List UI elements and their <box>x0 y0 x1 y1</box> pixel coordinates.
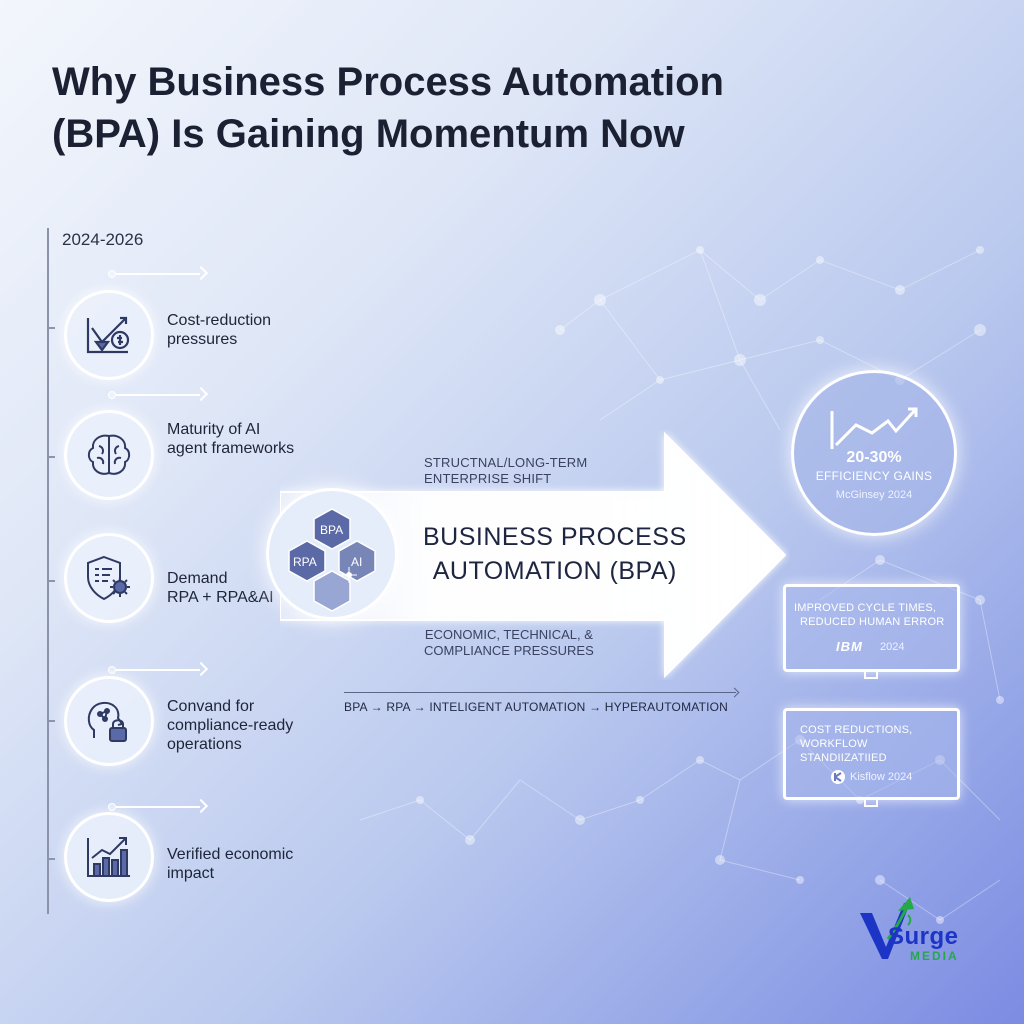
title-line-1: Why Business Process Automation <box>52 60 724 104</box>
stat-source: McGinsey 2024 <box>835 489 913 501</box>
trend-line-icon <box>830 407 918 449</box>
efficiency-stat-circle: 20-30% EFFICIENCY GAINS McGinsey 2024 <box>791 370 957 536</box>
driver-connector-arrow <box>108 798 209 814</box>
title-line-2: (BPA) Is Gaining Momentum Now <box>52 112 685 156</box>
timeline-tick <box>47 456 55 458</box>
driver-label-compliance: Convand for compliance-ready operations <box>167 698 294 753</box>
stat-label: EFFICIENCY GAINS <box>815 469 933 483</box>
driver-connector-arrow <box>108 661 209 677</box>
hex-rpa-label: RPA <box>293 555 317 569</box>
timeline-tick <box>47 327 55 329</box>
bpa-central-title: BUSINESS PROCESS AUTOMATION (BPA) <box>423 523 687 585</box>
timeline-period: 2024-2026 <box>62 230 144 249</box>
shield-gear-icon <box>64 533 154 623</box>
vsurge-v-mark-icon <box>860 897 914 959</box>
bpa-rpa-ai-hexagons: BPA RPA AI <box>266 488 398 620</box>
driver-label-cost: Cost-reduction pressures <box>167 312 272 348</box>
monitor2-source: Kisflow 2024 <box>850 771 913 783</box>
monitor-cycle-times: IMPROVED CYCLE TIMES, REDUCED HUMAN ERRO… <box>783 584 960 679</box>
vsurge-media-logo: Surge MEDIA <box>858 895 988 970</box>
monitor-stand <box>864 671 878 679</box>
cost-chart-icon <box>64 290 154 380</box>
hex-ai-label: AI <box>351 555 363 569</box>
timeline-tick <box>47 720 55 722</box>
kissflow-logo-icon <box>831 770 845 784</box>
page-title: Why Business Process Automation (BPA) Is… <box>52 56 832 160</box>
arrow-bottom-caption: ECONOMIC, TECHNICAL, & COMPLIANCE PRESSU… <box>424 627 594 658</box>
driver-label-ai: Maturity of AI agent frameworks <box>167 421 295 457</box>
timeline-tick <box>47 580 55 582</box>
hex-bpa-label: BPA <box>320 523 344 537</box>
brain-icon <box>64 410 154 500</box>
driver-label-demand: Demand RPA + RPA&AI <box>167 570 274 606</box>
monitor1-source: 2024 <box>880 641 905 653</box>
driver-connector-arrow <box>108 265 209 281</box>
arrow-top-caption: STRUCTNAL/LONG-TERM ENTERPRISE SHIFT <box>424 455 588 486</box>
ibm-logo: IBM <box>836 639 863 654</box>
monitor-stand <box>864 799 878 807</box>
bar-growth-icon <box>64 812 154 902</box>
evolution-line <box>344 692 736 693</box>
head-lock-icon <box>64 676 154 766</box>
logo-surge-text: Surge <box>888 923 959 950</box>
monitor-cost-reductions: COST REDUCTIONS, WORKFLOW STANDIIZATIIED… <box>783 708 960 807</box>
driver-label-impact: Verified economic impact <box>167 846 294 882</box>
main-arrow-shape <box>280 431 787 679</box>
timeline-tick <box>47 858 55 860</box>
evolution-path: BPA → RPA → INTELIGENT AUTOMATION → HYPE… <box>344 700 729 714</box>
timeline-axis <box>47 228 49 914</box>
logo-media-text: MEDIA <box>910 949 959 963</box>
driver-connector-arrow <box>108 386 209 402</box>
stat-value: 20-30% <box>846 449 902 466</box>
